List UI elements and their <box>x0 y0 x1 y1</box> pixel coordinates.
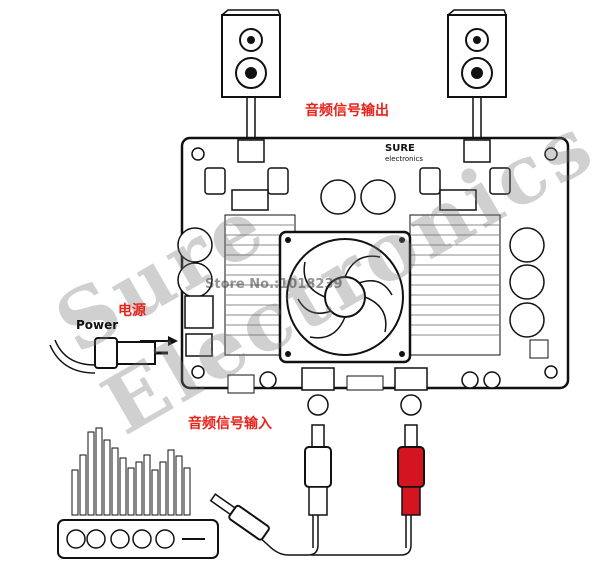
audio-cable <box>247 515 412 556</box>
audio-jack-icon <box>209 493 270 541</box>
speaker-left-icon <box>221 9 281 98</box>
rca-right-icon <box>397 424 425 516</box>
rca-left-icon <box>304 424 332 516</box>
power-cn-label: 电源 <box>118 303 146 319</box>
board-rca-inputs <box>301 367 428 416</box>
music-player-icon <box>57 427 219 559</box>
speaker-right-icon <box>447 9 507 98</box>
power-en-label: Power <box>76 318 119 332</box>
brand-sub: electronics <box>385 155 424 163</box>
fan-icon <box>278 230 412 364</box>
dc-plug-icon <box>49 337 168 374</box>
power-arrow <box>140 336 178 346</box>
audio-input-label: 音频信号输入 <box>188 416 272 432</box>
store-watermark: Store No.:1018239 <box>205 277 343 292</box>
brand-logo: SURE <box>385 143 415 154</box>
audio-output-label: 音频信号输出 <box>305 103 389 119</box>
